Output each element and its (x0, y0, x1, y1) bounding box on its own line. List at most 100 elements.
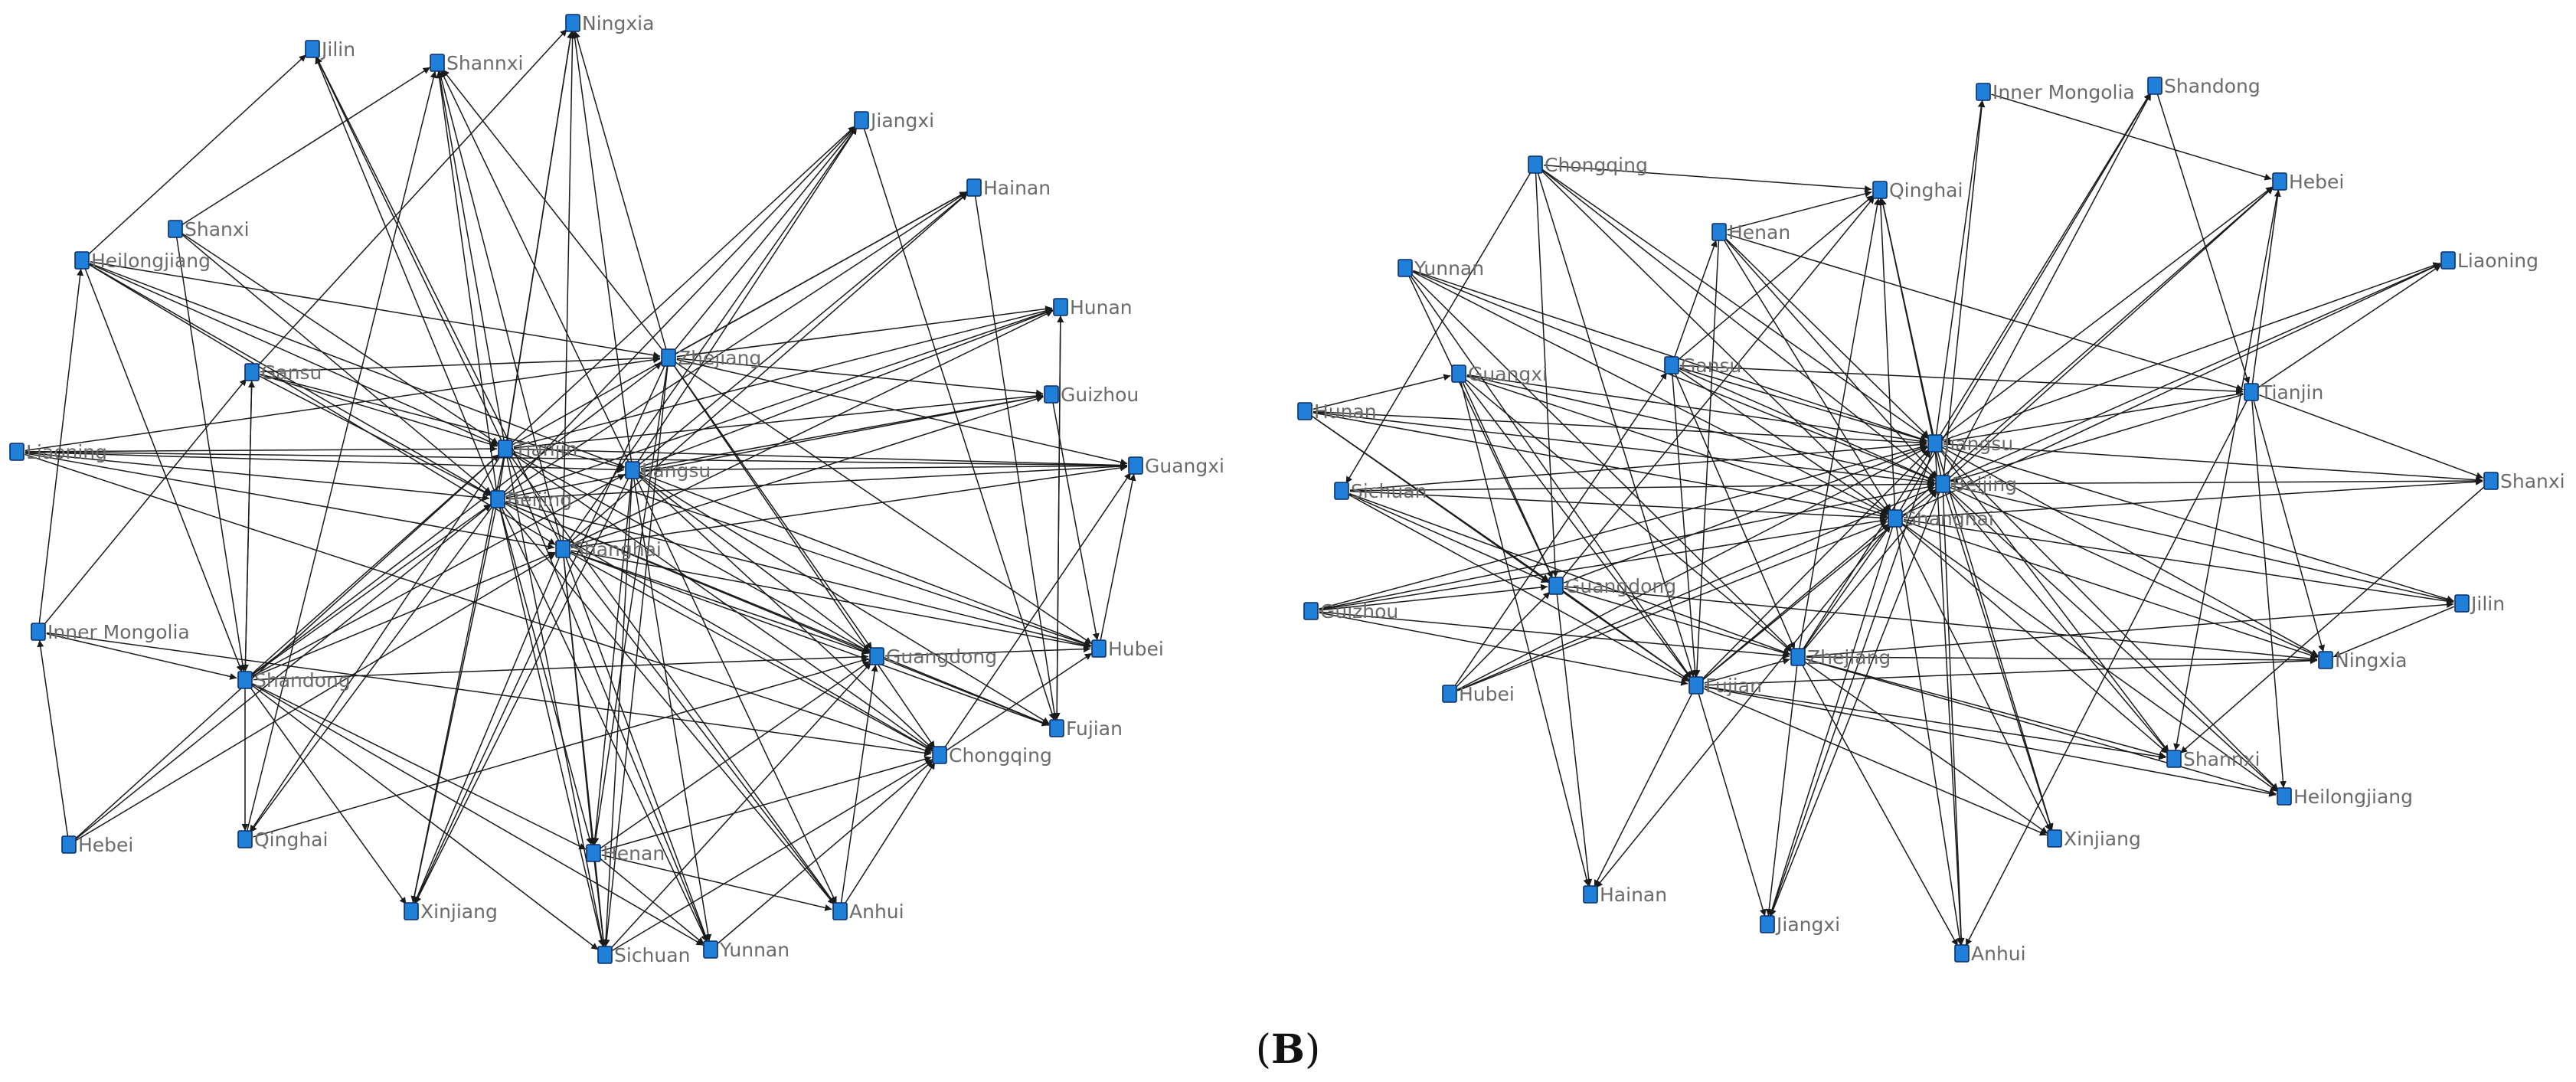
right-edge-shanghai-to-qinghai (1877, 198, 1896, 511)
left-edge-shanghai-to-guangdong (570, 551, 869, 655)
right-node-label-shannxi: Shannxi (2183, 748, 2260, 770)
right-edge-guangxi-to-hainan (1460, 381, 1590, 887)
left-node-marker-sichuan (597, 946, 613, 964)
left-edge-tianjin-to-shannxi (436, 70, 505, 441)
left-node-marker-chongqing (932, 746, 947, 764)
left-edge-tianjin-to-guangxi (513, 448, 1128, 469)
left-edge-hunan-to-fujian (1053, 315, 1061, 721)
right-edge-hunan-to-guangxi (1313, 374, 1451, 410)
right-edge-beijing-to-shandong (1946, 93, 2152, 477)
left-node-marker-shanghai (555, 540, 570, 558)
right-edge-tianjin-to-shanxi (2259, 394, 2483, 479)
right-edge-gansu-to-henan (1673, 240, 1718, 358)
right-edge-zhejiang-to-jiangxi (1765, 665, 1798, 917)
left-edge-jiangsu-to-guangdong (639, 475, 871, 652)
right-node-label-shandong: Shandong (2164, 75, 2261, 97)
right-edge-zhejiang-to-heilongjiang (1806, 659, 2277, 796)
right-edge-tianjin-to-ningxia (2253, 400, 2325, 652)
left-node-label-jilin: Jilin (320, 38, 355, 60)
right-edge-jiangsu-to-ningxia (1942, 446, 2319, 657)
left-edge-liaoning-to-chongqing (25, 453, 932, 754)
left-node-marker-jiangsu (625, 461, 640, 479)
right-node-label-qinghai: Qinghai (1889, 179, 1963, 201)
left-node-label-tianjin: Tianjin (514, 438, 577, 460)
right-edge-sichuan-to-fujian (1348, 494, 1689, 682)
right-edge-hunan-to-beijing (1313, 411, 1935, 486)
left-edge-liaoning-to-shanghai (25, 453, 555, 550)
right-node-anhui: Anhui (1954, 943, 2026, 965)
right-node-heilongjiang: Heilongjiang (2277, 786, 2413, 808)
left-edge-hebei-to-shanghai (76, 553, 556, 841)
left-node-marker-gansu (244, 363, 260, 381)
left-edge-sichuan-to-chongqing (612, 758, 933, 952)
right-edge-chongqing-to-guangdong (1535, 172, 1559, 578)
right-edge-shanghai-to-heilongjiang (1901, 522, 2278, 793)
left-node-marker-jiangxi (854, 111, 869, 129)
left-node-marker-hubei (1091, 639, 1107, 658)
left-node-hubei: Hubei (1091, 638, 1164, 660)
left-edge-liaoning-to-tianjin (25, 445, 498, 453)
left-edge-zhejiang-to-guangdong (672, 364, 873, 650)
right-edge-tianjin-to-jiangsu (1943, 393, 2244, 445)
left-edge-zhejiang-to-hubei (675, 361, 1093, 645)
right-node-label-jiangxi: Jiangxi (1775, 914, 1840, 936)
right-node-label-zhejiang: Zhejiang (1807, 646, 1891, 668)
left-edge-zhejiang-to-ningxia (574, 31, 667, 350)
right-edge-shanghai-to-jilin (1903, 518, 2454, 605)
left-node-label-hainan: Hainan (983, 177, 1051, 199)
right-node-label-jiangsu: Jiangsu (1943, 433, 2013, 455)
left-edge-beijing-to-guangdong (505, 502, 870, 654)
right-edge-chongqing-to-beijing (1541, 169, 1937, 479)
left-node-label-heilongjiang: Heilongjiang (91, 250, 211, 272)
left-edge-guangdong-to-hubei (884, 646, 1091, 657)
right-node-marker-hainan (1583, 885, 1598, 904)
left-edge-shandong-to-henan (252, 683, 587, 850)
right-edge-fujian-to-jiangsu (1702, 449, 1930, 680)
right-node-marker-shandong (2147, 77, 2162, 95)
left-edge-heilongjiang-to-jiangsu (90, 263, 625, 469)
left-edge-shanghai-to-guizhou (570, 395, 1044, 548)
right-edge-guizhou-to-zhejiang (1319, 611, 1790, 659)
left-edge-inner-mongolia-to-chongqing (46, 632, 932, 757)
left-node-shanghai: Shanghai (555, 538, 662, 561)
right-edge-zhejiang-to-shanghai (1802, 525, 1891, 651)
left-node-label-qinghai: Qinghai (254, 829, 328, 851)
left-node-zhejiang: Zhejiang (661, 347, 761, 369)
left-node-marker-shanxi (168, 220, 183, 238)
left-edge-zhejiang-to-hunan (676, 306, 1053, 358)
right-edge-henan-to-fujian (1693, 240, 1720, 678)
right-node-marker-xinjiang (2047, 829, 2062, 848)
left-edge-jiangsu-to-chongqing (638, 475, 934, 750)
left-edge-jiangsu-to-guizhou (640, 394, 1044, 469)
right-edge-chongqing-to-shanghai (1541, 170, 1890, 513)
left-node-label-gansu: Gansu (261, 361, 322, 384)
left-node-hebei: Hebei (61, 834, 133, 856)
right-edge-guangdong-to-fujian (1562, 590, 1690, 682)
right-edge-beijing-to-ningxia (1950, 486, 2319, 658)
left-edge-beijing-to-hubei (505, 500, 1091, 649)
right-edge-sichuan-to-beijing (1349, 480, 1935, 492)
left-edge-shanghai-to-fujian (570, 551, 1049, 727)
right-node-marker-hebei (2272, 172, 2287, 191)
left-node-marker-hunan (1053, 298, 1068, 316)
right-edge-beijing-to-inner-mongolia (1943, 100, 1986, 476)
right-node-label-xinjiang: Xinjiang (2064, 828, 2141, 850)
left-edge-henan-to-sichuan (593, 861, 607, 947)
left-edge-beijing-to-sichuan (499, 507, 605, 947)
left-edge-guizhou-to-hubei (1052, 402, 1100, 641)
right-node-marker-jiangxi (1760, 915, 1775, 933)
left-node-shandong: Shandong (237, 669, 351, 691)
left-edge-beijing-to-hunan (505, 309, 1053, 498)
right-edge-shanghai-to-ningxia (1903, 520, 2318, 659)
right-node-label-shanxi: Shanxi (2500, 470, 2565, 492)
right-edge-beijing-to-xinjiang (1944, 492, 2054, 831)
right-edge-zhejiang-to-jiangsu (1802, 449, 1931, 651)
right-edge-tianjin-to-hebei (2251, 189, 2281, 384)
left-edge-tianjin-to-qinghai (249, 455, 502, 833)
left-edge-shandong-to-gansu (244, 380, 256, 672)
right-edge-tianjin-to-anhui (1965, 399, 2248, 946)
right-edge-gansu-to-shanghai (1678, 369, 1889, 515)
right-node-label-jilin: Jilin (2470, 593, 2505, 615)
right-node-label-ningxia: Ningxia (2335, 649, 2407, 672)
left-edge-gansu-to-tianjin (260, 374, 498, 448)
